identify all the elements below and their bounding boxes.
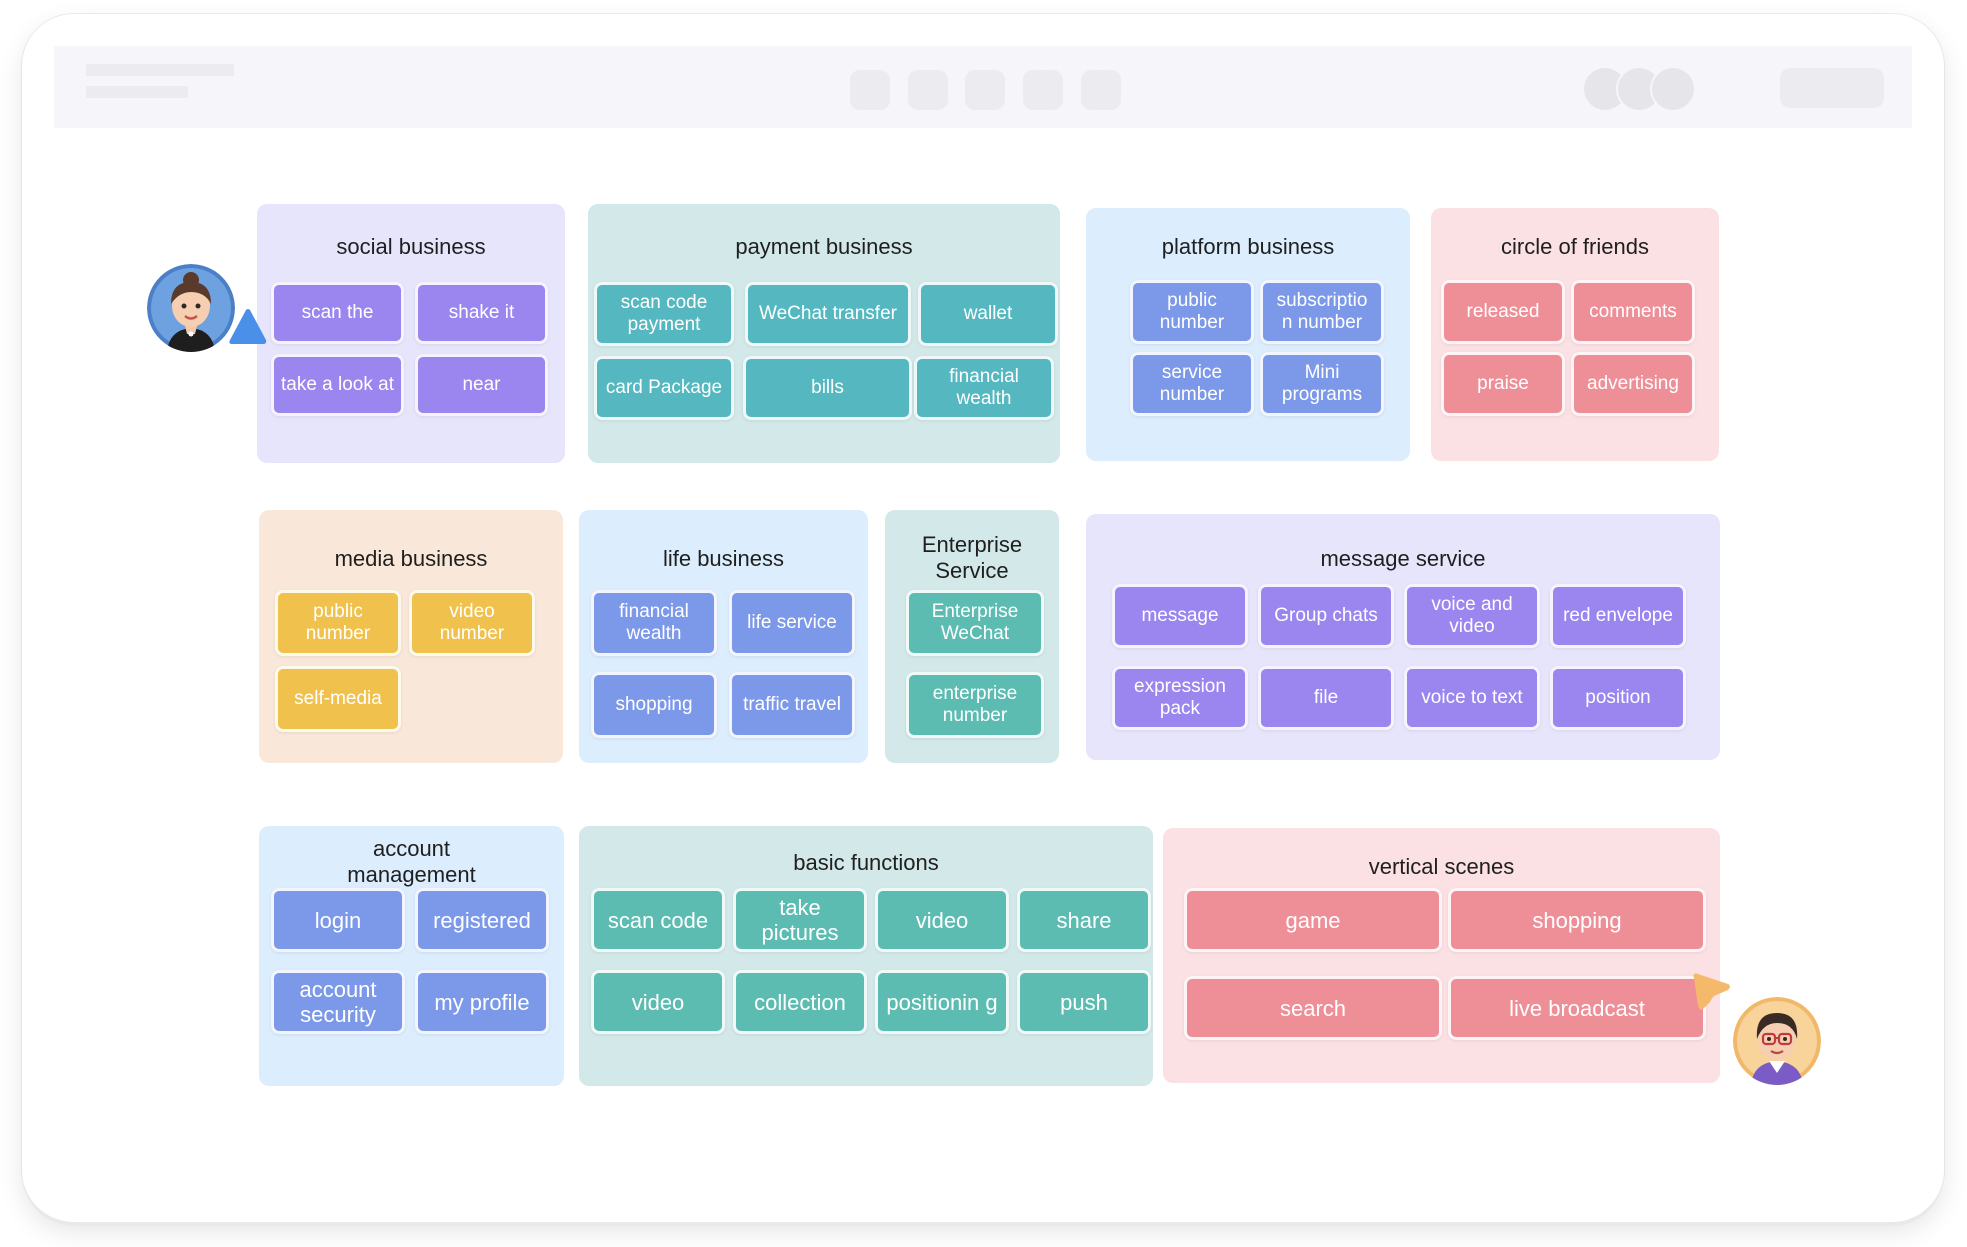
- card-circle-of-friends: circle of friends released comments prai…: [1431, 208, 1719, 461]
- toolbar-button-4[interactable]: [1023, 70, 1063, 110]
- tag-bills[interactable]: bills: [743, 356, 912, 420]
- tag-message[interactable]: message: [1112, 584, 1248, 648]
- tag-account-security[interactable]: account security: [271, 970, 405, 1034]
- tag-service-number[interactable]: service number: [1130, 352, 1254, 416]
- collaborator-avatar-3[interactable]: [1652, 68, 1694, 110]
- tag-financial-wealth[interactable]: financial wealth: [591, 590, 717, 656]
- tag-file[interactable]: file: [1258, 666, 1394, 730]
- card-title: vertical scenes: [1368, 854, 1515, 879]
- tag-wallet[interactable]: wallet: [918, 282, 1058, 346]
- tag-shopping[interactable]: shopping: [591, 672, 717, 738]
- tag-scan-code[interactable]: scan code: [591, 888, 725, 952]
- tag-comments[interactable]: comments: [1571, 280, 1695, 344]
- cursor-arrow-icon: [229, 309, 267, 344]
- card-social-business: social business scan the shake it take a…: [257, 204, 565, 463]
- cursor-arrow-icon: [1693, 973, 1730, 1010]
- subtitle-placeholder: [86, 86, 188, 98]
- card-enterprise-service: Enterprise Service Enterprise WeChat ent…: [885, 510, 1059, 763]
- toolbar-button-5[interactable]: [1081, 70, 1121, 110]
- card-title: platform business: [1161, 234, 1335, 259]
- card-title: circle of friends: [1501, 234, 1649, 259]
- card-title: Enterprise Service: [921, 532, 1023, 583]
- tag-video[interactable]: video: [875, 888, 1009, 952]
- top-toolbar: [54, 46, 1912, 128]
- tag-login[interactable]: login: [271, 888, 405, 952]
- tag-shake-it[interactable]: shake it: [415, 282, 548, 344]
- toolbar-button-2[interactable]: [908, 70, 948, 110]
- tag-position[interactable]: position: [1550, 666, 1686, 730]
- tag-scan-the[interactable]: scan the: [271, 282, 404, 344]
- tag-life-service[interactable]: life service: [729, 590, 855, 656]
- tag-self-media[interactable]: self-media: [275, 666, 401, 732]
- card-vertical-scenes: vertical scenes game shopping search liv…: [1163, 828, 1720, 1083]
- tag-shopping[interactable]: shopping: [1448, 888, 1706, 952]
- tag-subscription-number[interactable]: subscriptio n number: [1260, 280, 1384, 344]
- tag-released[interactable]: released: [1441, 280, 1565, 344]
- tag-registered[interactable]: registered: [415, 888, 549, 952]
- tag-public-number[interactable]: public number: [1130, 280, 1254, 344]
- tag-game[interactable]: game: [1184, 888, 1442, 952]
- card-account-management: account management login registered acco…: [259, 826, 564, 1086]
- card-title: account management: [347, 836, 476, 887]
- card-message-service: message service message Group chats voic…: [1086, 514, 1720, 760]
- tag-voice-and-video[interactable]: voice and video: [1404, 584, 1540, 648]
- tag-traffic-travel[interactable]: traffic travel: [729, 672, 855, 738]
- tag-take-pictures[interactable]: take pictures: [733, 888, 867, 952]
- tag-group-chats[interactable]: Group chats: [1258, 584, 1394, 648]
- tag-video-number[interactable]: video number: [409, 590, 535, 656]
- tag-positioning[interactable]: positionin g: [875, 970, 1009, 1034]
- tag-red-envelope[interactable]: red envelope: [1550, 584, 1686, 648]
- tag-push[interactable]: push: [1017, 970, 1151, 1034]
- tag-enterprise-number[interactable]: enterprise number: [906, 672, 1044, 738]
- card-title: life business: [662, 546, 785, 571]
- tag-public-number[interactable]: public number: [275, 590, 401, 656]
- card-media-business: media business public number video numbe…: [259, 510, 563, 763]
- tag-video[interactable]: video: [591, 970, 725, 1034]
- card-title: message service: [1320, 546, 1486, 571]
- tag-take-a-look-at[interactable]: take a look at: [271, 354, 404, 416]
- share-button[interactable]: [1780, 68, 1884, 108]
- tag-collection[interactable]: collection: [733, 970, 867, 1034]
- tag-search[interactable]: search: [1184, 976, 1442, 1040]
- card-life-business: life business financial wealth life serv…: [579, 510, 868, 763]
- tag-expression-pack[interactable]: expression pack: [1112, 666, 1248, 730]
- tag-card-package[interactable]: card Package: [594, 356, 734, 420]
- tag-near[interactable]: near: [415, 354, 548, 416]
- tag-voice-to-text[interactable]: voice to text: [1404, 666, 1540, 730]
- tag-advertising[interactable]: advertising: [1571, 352, 1695, 416]
- avatar-collaborator-left[interactable]: [147, 264, 235, 352]
- card-title: payment business: [735, 234, 913, 259]
- tag-praise[interactable]: praise: [1441, 352, 1565, 416]
- tag-scan-code-payment[interactable]: scan code payment: [594, 282, 734, 346]
- avatar-collaborator-right[interactable]: [1733, 997, 1821, 1085]
- card-payment-business: payment business scan code payment WeCha…: [588, 204, 1060, 463]
- card-platform-business: platform business public number subscrip…: [1086, 208, 1410, 461]
- tag-live-broadcast[interactable]: live broadcast: [1448, 976, 1706, 1040]
- tag-enterprise-wechat[interactable]: Enterprise WeChat: [906, 590, 1044, 656]
- card-basic-functions: basic functions scan code take pictures …: [579, 826, 1153, 1086]
- title-placeholder: [86, 64, 234, 76]
- card-title: social business: [336, 234, 486, 259]
- tag-financial-wealth[interactable]: financial wealth: [914, 356, 1054, 420]
- toolbar-button-3[interactable]: [965, 70, 1005, 110]
- toolbar-button-1[interactable]: [850, 70, 890, 110]
- card-title: media business: [334, 546, 488, 571]
- card-title: basic functions: [793, 850, 939, 875]
- tag-share[interactable]: share: [1017, 888, 1151, 952]
- tag-wechat-transfer[interactable]: WeChat transfer: [745, 282, 911, 346]
- tag-my-profile[interactable]: my profile: [415, 970, 549, 1034]
- tag-mini-programs[interactable]: Mini programs: [1260, 352, 1384, 416]
